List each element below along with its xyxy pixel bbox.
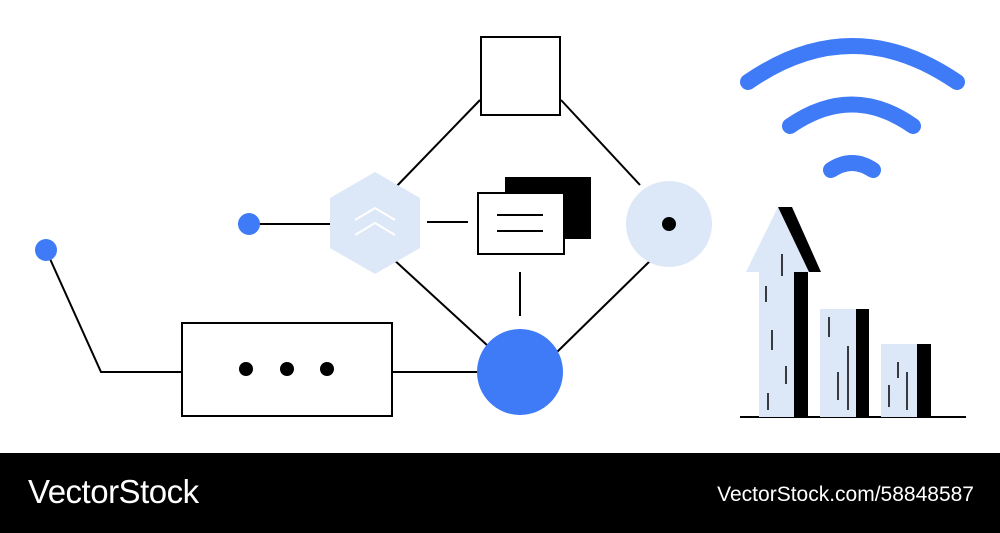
dots-box-icon	[181, 322, 393, 417]
pin-dot-left-icon	[35, 239, 57, 261]
pin-dot-middle-icon	[238, 213, 260, 235]
connector-top-right	[560, 99, 641, 186]
arrow-bar-shadow	[778, 207, 821, 417]
arrow-bar	[746, 207, 809, 417]
footer-bar: VectorStock VectorStock.com/58848587	[0, 453, 1000, 533]
growth-bar-chart-icon	[740, 207, 966, 418]
bar-middle-texture	[828, 317, 849, 410]
document-cards-icon	[477, 177, 591, 255]
watermark-url: VectorStock.com/58848587	[717, 483, 974, 506]
blue-circle-node-icon	[477, 329, 563, 415]
wifi-arc-inner	[823, 155, 881, 178]
bar-small	[881, 344, 917, 417]
diamond-connectors	[45, 99, 652, 373]
square-node-icon	[480, 36, 561, 116]
wifi-signal-icon	[740, 38, 965, 178]
wifi-arc-middle	[782, 96, 921, 134]
bar-middle-shadow	[856, 309, 869, 417]
connector-bottom-left	[391, 257, 489, 347]
network-diagram-illustration	[35, 36, 966, 418]
target-circle-icon	[626, 181, 712, 267]
hexagon-chevrons-icon	[330, 172, 420, 274]
brand-logo: VectorStock	[28, 473, 199, 510]
connector-pin-box	[45, 249, 182, 373]
bar-small-texture	[888, 362, 908, 410]
connector-bottom-right	[556, 259, 652, 353]
wifi-arc-outer	[740, 38, 965, 90]
bar-middle	[820, 309, 856, 417]
arrow-bar-texture	[765, 254, 787, 410]
connector-top-left	[392, 99, 481, 191]
bar-small-shadow	[917, 344, 931, 417]
